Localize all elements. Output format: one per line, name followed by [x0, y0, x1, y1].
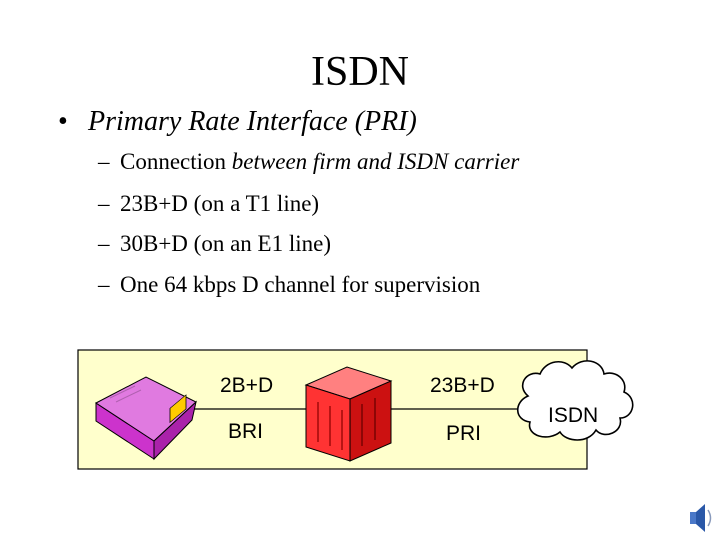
- sub-bullet-dash: –: [98, 272, 110, 297]
- sub-bullet-dash: –: [98, 149, 110, 174]
- sub-bullet-lead: Connection: [120, 149, 232, 174]
- sub-bullet-lead: 30B+D (on an E1 line): [120, 231, 331, 256]
- sub-bullet-connection: –Connection between firm and ISDN carrie…: [98, 148, 519, 176]
- bullet-text: Primary Rate Interface (PRI): [88, 106, 417, 137]
- isdn-cloud-icon: [516, 360, 634, 441]
- sub-bullet-dash: –: [98, 231, 110, 256]
- sub-bullet-dchannel: –One 64 kbps D channel for supervision: [98, 271, 480, 299]
- pbx-switch-icon: [304, 366, 393, 462]
- sound-speaker-icon[interactable]: [690, 504, 712, 532]
- bri-channels-label: 2B+D: [220, 374, 274, 397]
- pri-channels-label: 23B+D: [430, 374, 495, 397]
- sub-bullet-lead: One 64 kbps D channel for supervision: [120, 272, 481, 297]
- bullet-marker: •: [58, 106, 68, 137]
- sub-bullet-t1: –23B+D (on a T1 line): [98, 190, 319, 218]
- cloud-label: ISDN: [548, 404, 599, 427]
- isdn-terminal-icon: [95, 376, 197, 461]
- bri-type-label: BRI: [228, 420, 264, 443]
- bullet-item: • Primary Rate Interface (PRI): [58, 104, 417, 140]
- pri-type-label: PRI: [446, 422, 482, 445]
- slide-title: ISDN: [310, 49, 409, 95]
- sub-bullet-italic: between firm and ISDN carrier: [231, 149, 520, 174]
- sub-bullet-dash: –: [98, 191, 110, 216]
- sub-bullet-lead: 23B+D (on a T1 line): [120, 191, 320, 216]
- sub-bullet-e1: –30B+D (on an E1 line): [98, 230, 331, 258]
